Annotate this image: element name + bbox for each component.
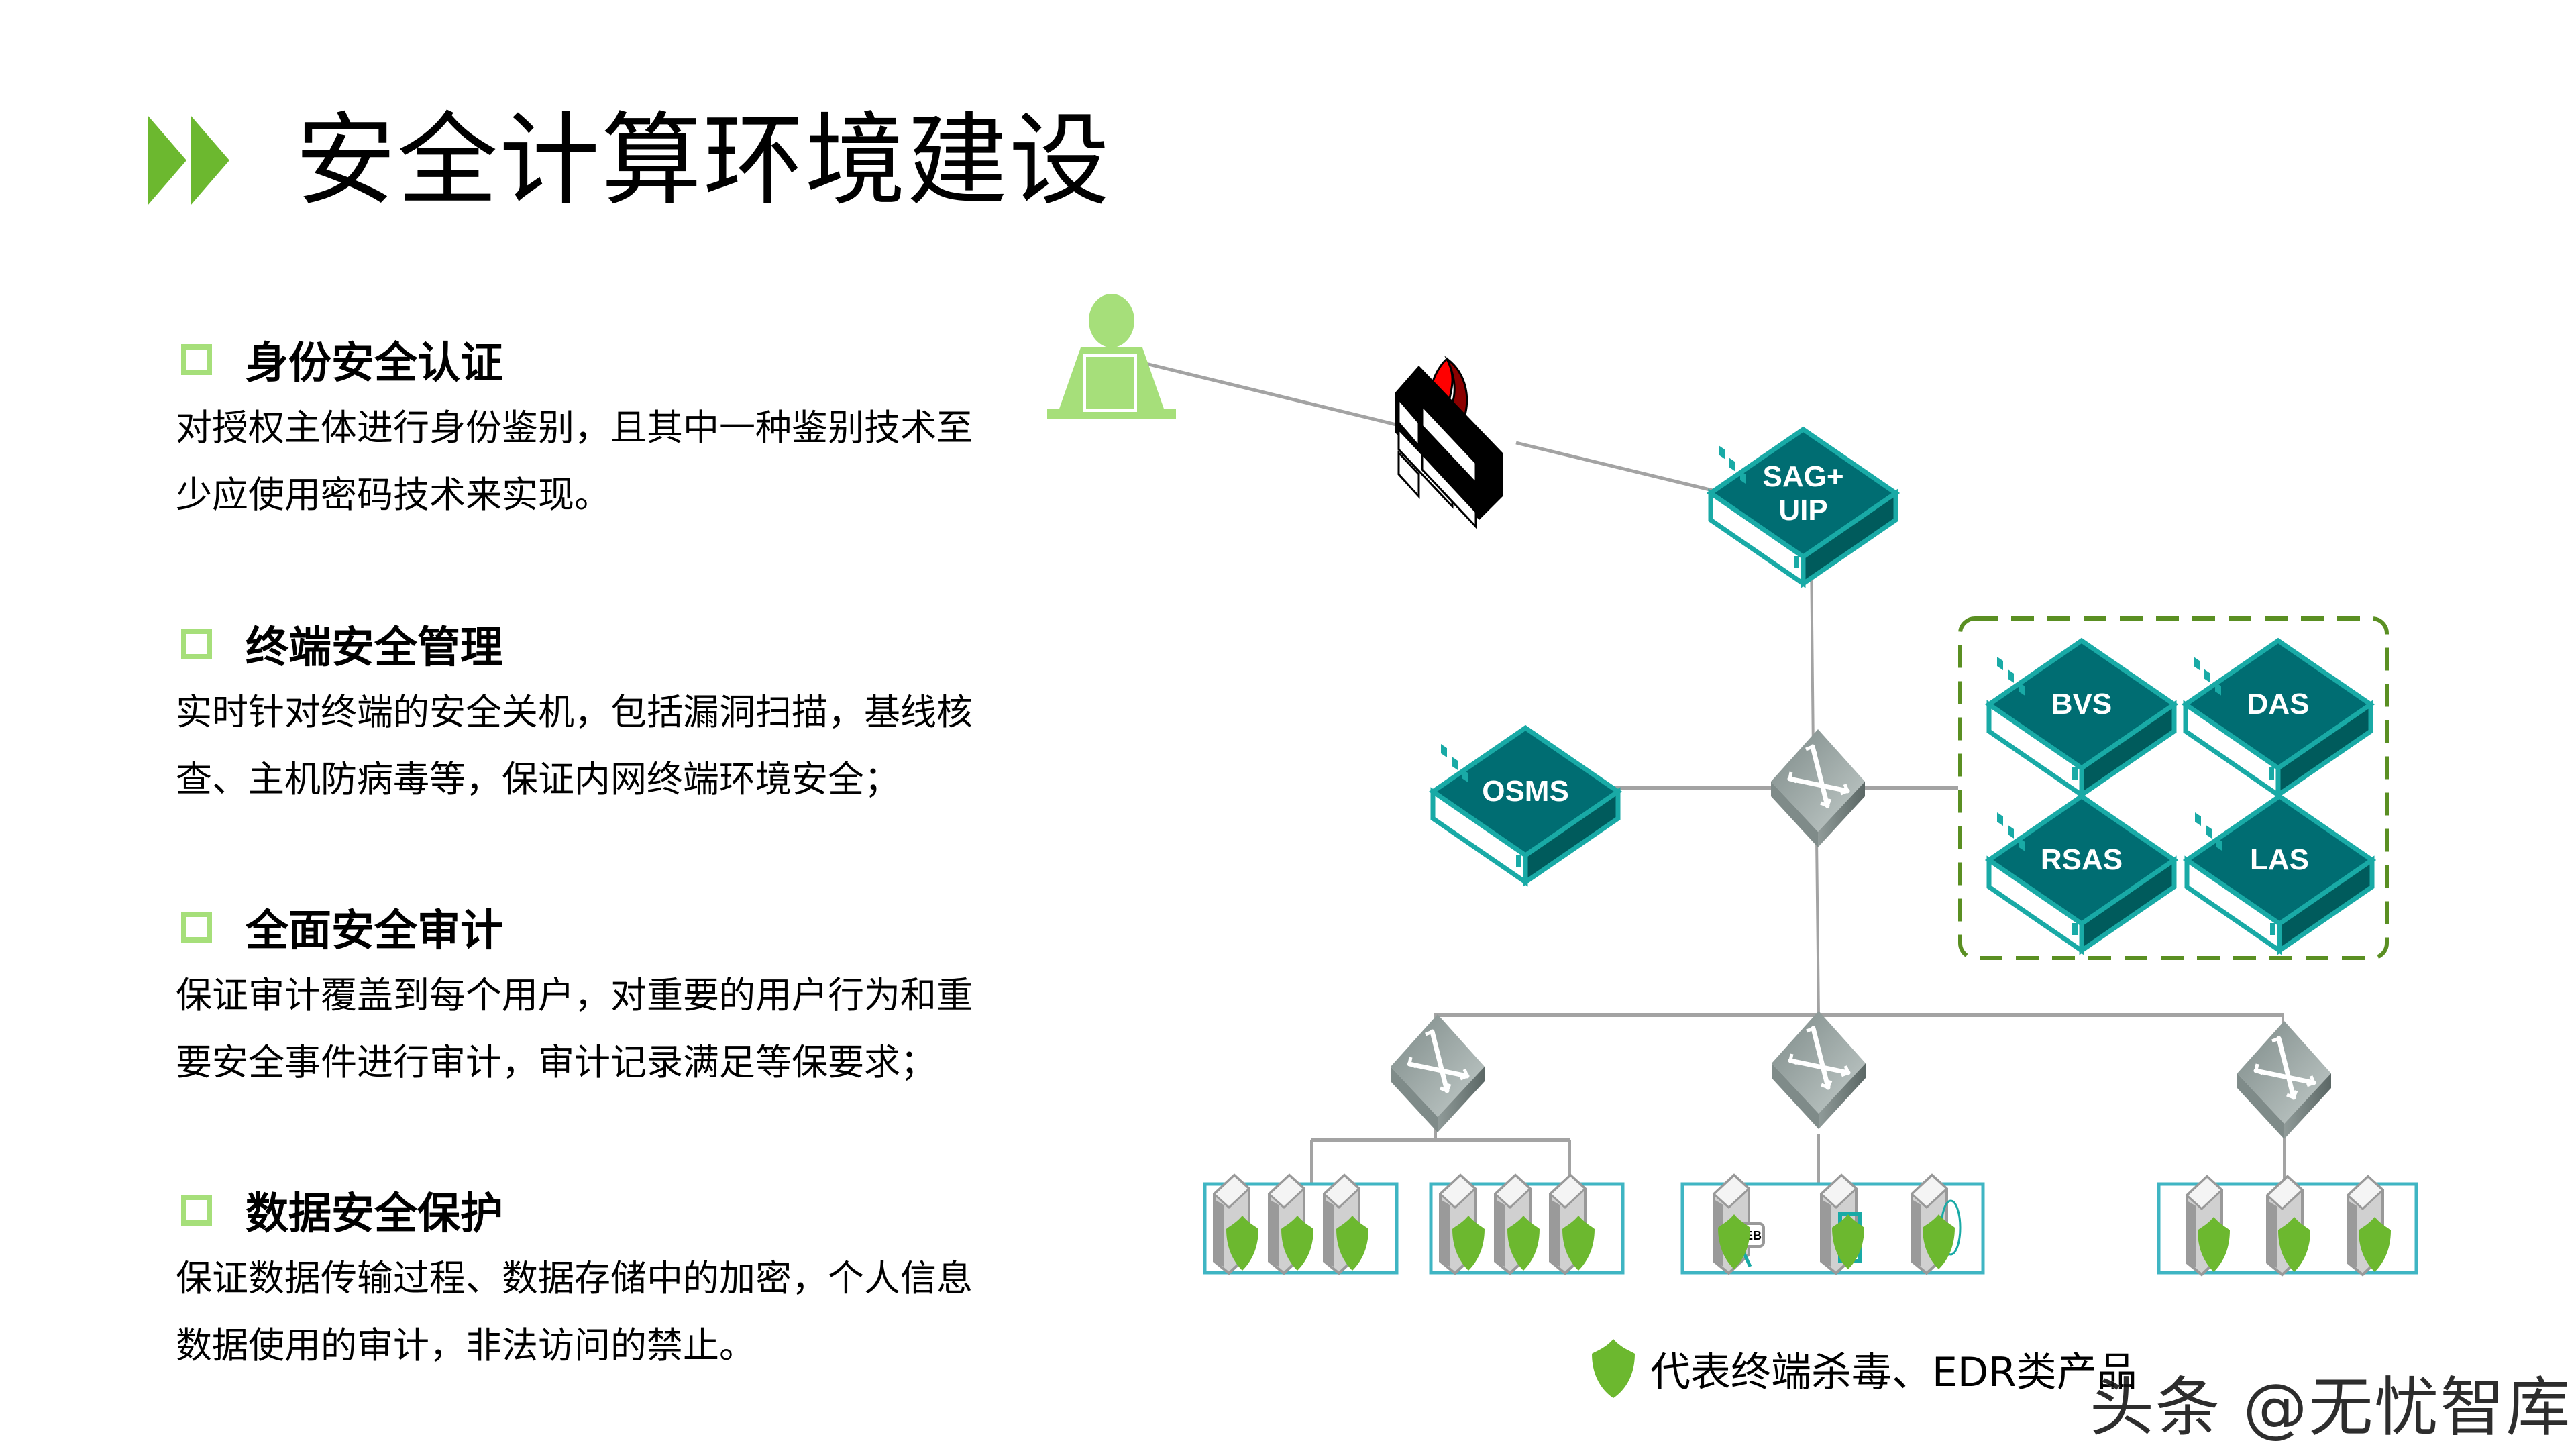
las-label: LAS	[2250, 843, 2309, 876]
section-identity-auth: 身份安全认证 对授权主体进行身份鉴别，且其中一种鉴别技术至 少应使用密码技术来实…	[176, 333, 1048, 529]
section-heading: 数据安全保护	[246, 1189, 503, 1239]
section-line: 对授权主体进行身份鉴别，且其中一种鉴别技术至	[176, 407, 973, 449]
endpoint-group-3: WEB	[1680, 1174, 1985, 1275]
das-label: DAS	[2247, 688, 2310, 720]
endpoint-group-2	[1429, 1174, 1625, 1275]
section-heading: 终端安全管理	[246, 623, 503, 673]
section-security-audit: 全面安全审计 保证审计覆盖到每个用户，对重要的用户行为和重 要安全事件进行审计，…	[176, 900, 1048, 1096]
access-switch-icon	[2237, 1021, 2331, 1139]
connection-lines	[1140, 360, 2286, 1184]
gateway-label-line1: SAG+	[1762, 460, 1843, 493]
bullet-square-icon	[181, 344, 212, 375]
section-line: 要安全事件进行审计，审计记录满足等保要求；	[176, 1041, 936, 1083]
las-device: LAS	[2187, 796, 2372, 951]
section-line: 数据使用的审计，非法访问的禁止。	[176, 1324, 755, 1366]
das-device: DAS	[2186, 641, 2371, 795]
bullet-square-icon	[181, 912, 212, 943]
gateway-device: SAG+ UIP	[1711, 429, 1896, 584]
rsas-label: RSAS	[2041, 843, 2123, 876]
section-endpoint-management: 终端安全管理 实时针对终端的安全关机，包括漏洞扫描，基线核 查、主机防病毒等，保…	[176, 617, 1048, 813]
bullet-square-icon	[181, 1195, 212, 1226]
section-heading: 全面安全审计	[246, 906, 503, 956]
section-heading: 身份安全认证	[246, 339, 503, 388]
title-arrows-icon	[148, 115, 229, 205]
endpoint-group-4	[2157, 1175, 2418, 1276]
security-cluster-box	[1958, 616, 2389, 960]
section-line: 少应使用密码技术来实现。	[176, 474, 610, 516]
section-data-protection: 数据安全保护 保证数据传输过程、数据存储中的加密，个人信息 数据使用的审计，非法…	[176, 1183, 1048, 1379]
endpoint-group-1	[1203, 1174, 1399, 1275]
page-title: 安全计算环境建设	[295, 103, 1112, 219]
access-switch-icon	[1391, 1014, 1485, 1132]
section-line: 保证审计覆盖到每个用户，对重要的用户行为和重	[176, 974, 973, 1016]
watermark: 头条 @无忧智库	[2090, 1370, 2572, 1445]
user-laptop-icon	[1047, 294, 1176, 419]
legend-text: 代表终端杀毒、EDR类产品	[1650, 1348, 2137, 1396]
bullet-square-icon	[181, 629, 212, 659]
green-shield-icon	[1592, 1339, 1635, 1398]
section-line: 保证数据传输过程、数据存储中的加密，个人信息	[176, 1257, 973, 1299]
bvs-device: BVS	[1989, 641, 2174, 795]
osms-label: OSMS	[1482, 775, 1569, 808]
osms-device: OSMS	[1433, 728, 1618, 882]
core-switch-icon	[1771, 729, 1865, 847]
gateway-label-line2: UIP	[1778, 494, 1827, 527]
firewall-icon	[1395, 356, 1503, 529]
section-line: 查、主机防病毒等，保证内网终端环境安全；	[176, 758, 900, 800]
rsas-device: RSAS	[1989, 796, 2174, 951]
section-line: 实时针对终端的安全关机，包括漏洞扫描，基线核	[176, 691, 973, 733]
bvs-label: BVS	[2051, 688, 2112, 720]
legend: 代表终端杀毒、EDR类产品	[1583, 1338, 2137, 1399]
access-switch-icon	[1772, 1011, 1866, 1129]
